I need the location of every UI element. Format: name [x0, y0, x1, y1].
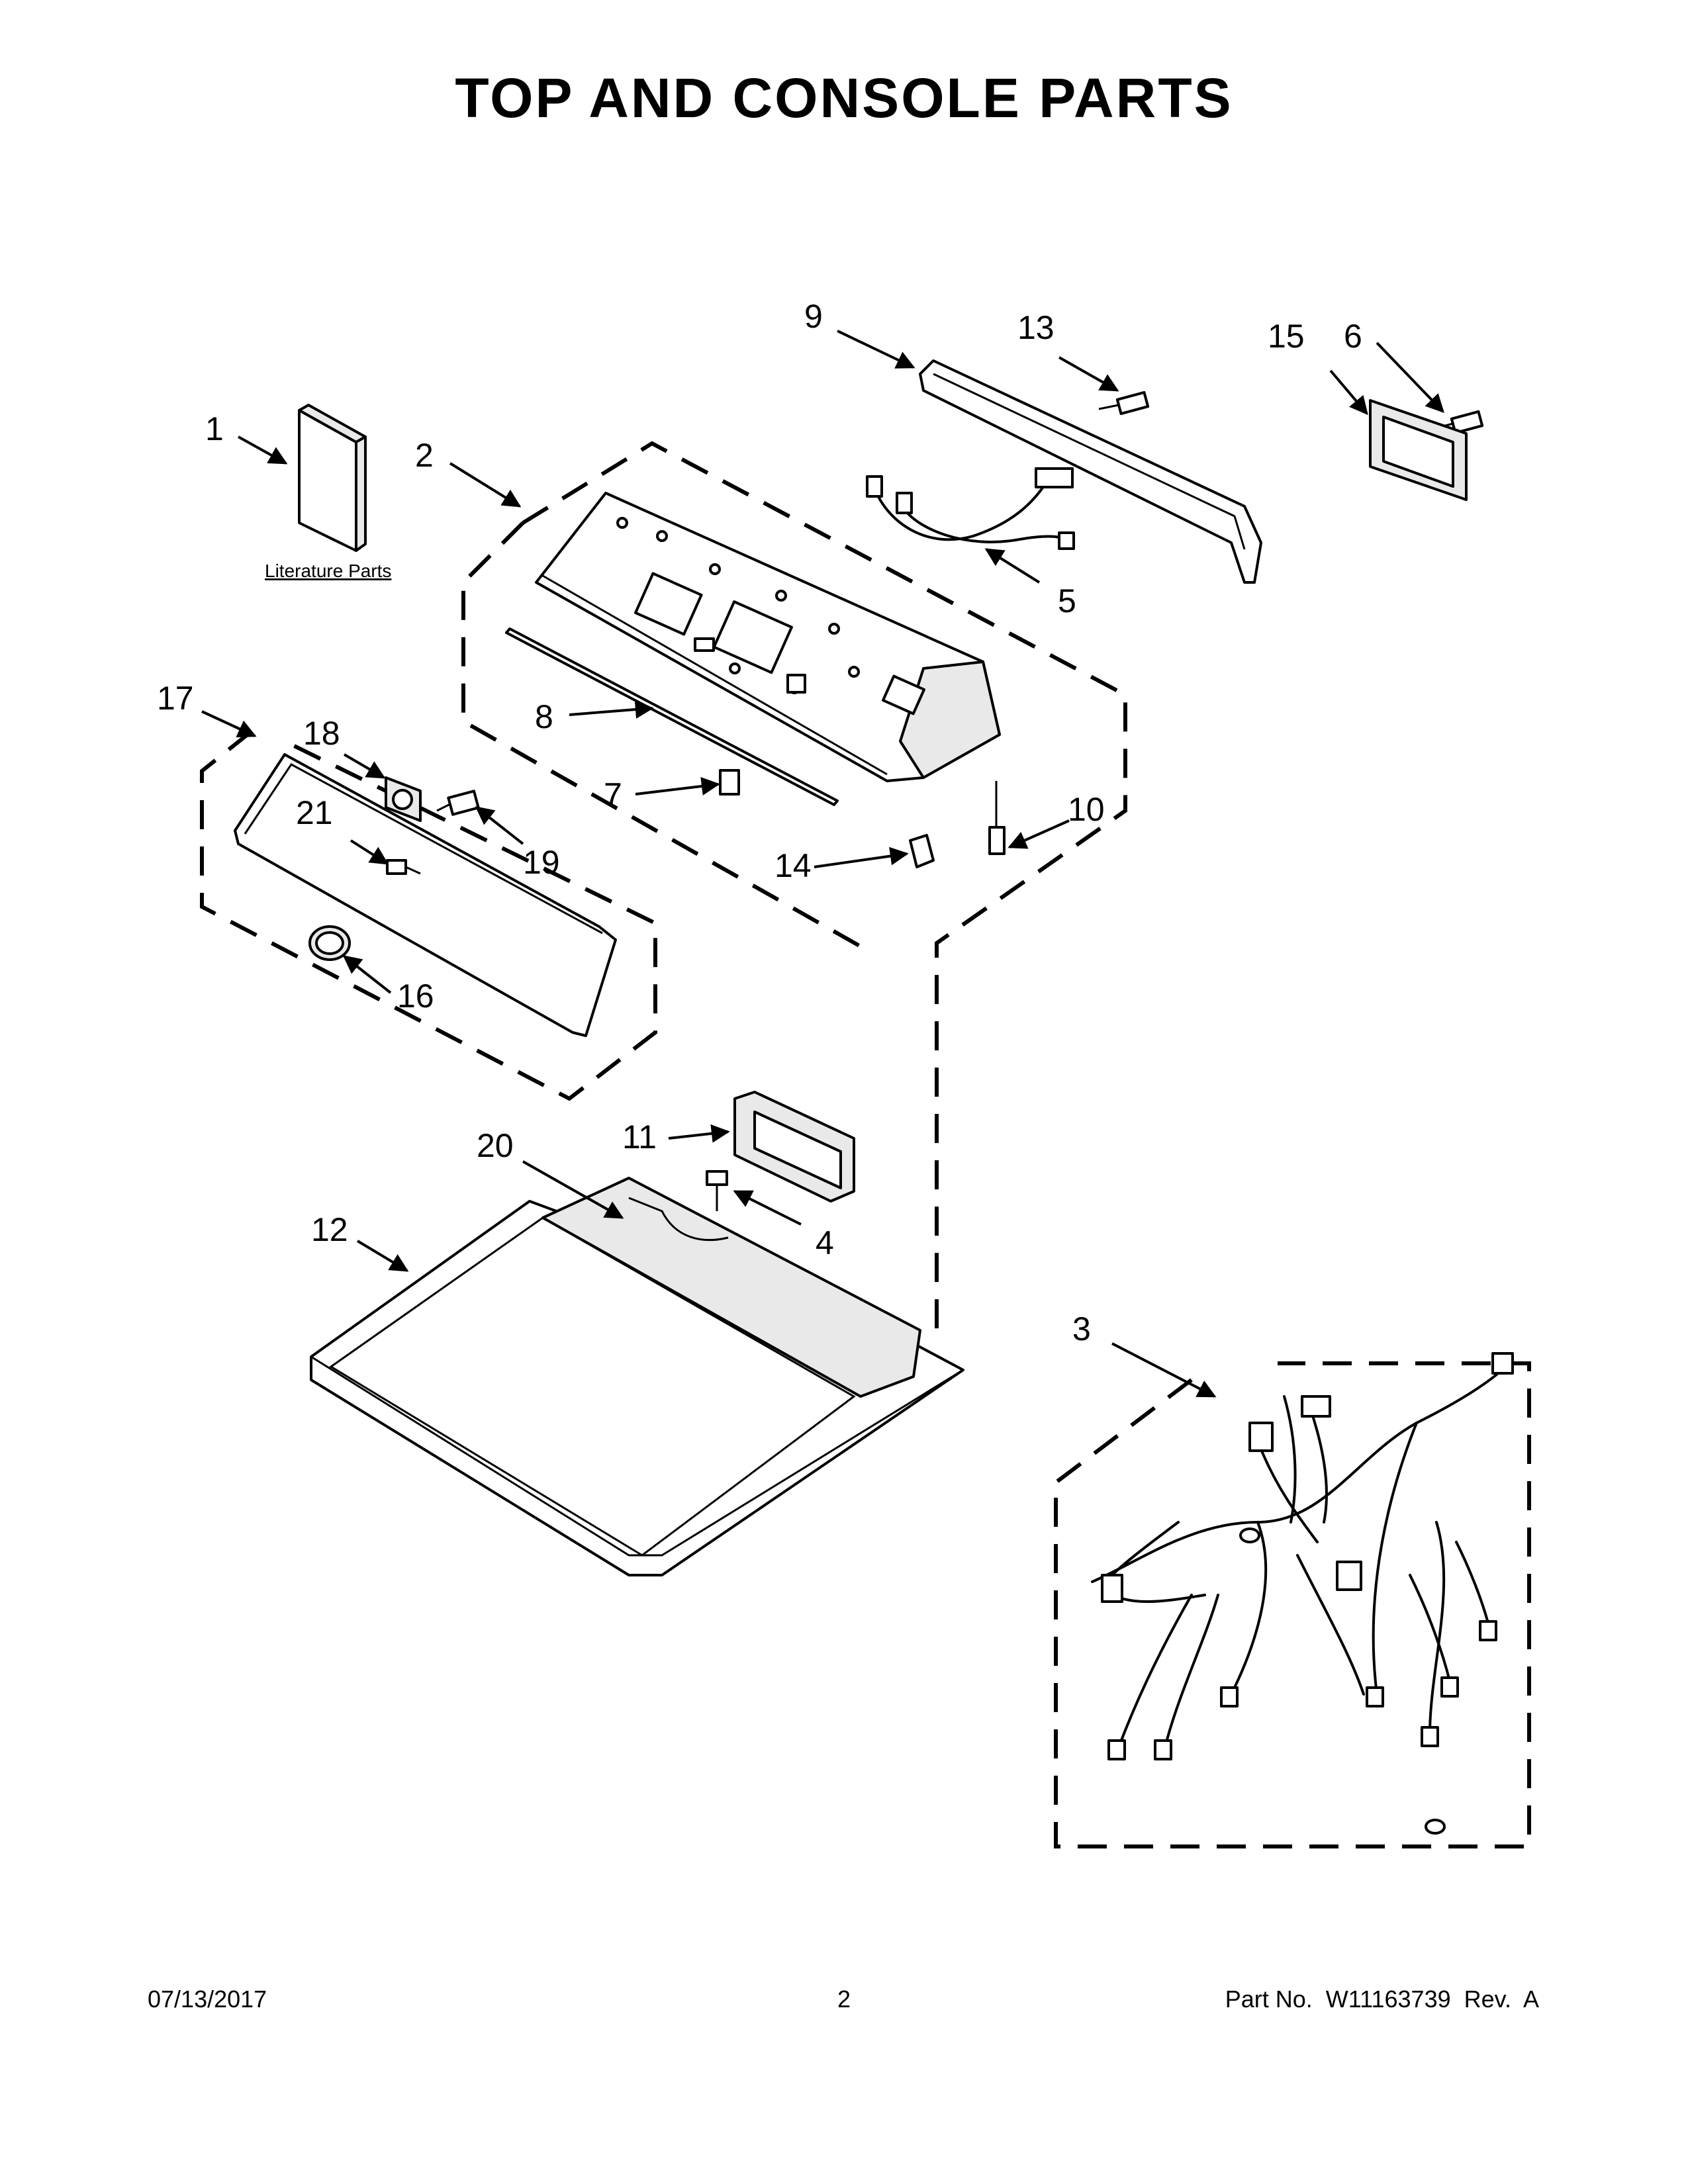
callout-5: 5	[1058, 582, 1076, 619]
footer-part-number: Part No. W11163739 Rev. A	[1225, 1985, 1539, 2013]
callout-2: 2	[415, 437, 434, 474]
callout-18: 18	[303, 715, 340, 752]
clip-14-part	[909, 834, 935, 868]
console-group-boundary	[461, 441, 1127, 1343]
literature-booklet-part	[298, 404, 367, 552]
trim-strip-part	[505, 627, 839, 806]
main-wire-harness-3-part	[1091, 1352, 1514, 1835]
callout-9: 9	[804, 298, 823, 335]
callout-17: 17	[157, 680, 194, 717]
callout-21: 21	[296, 794, 333, 831]
console-frame-part	[919, 359, 1262, 584]
callout-20: 20	[477, 1127, 514, 1164]
console-part	[535, 492, 1001, 782]
fastener-19-part	[436, 790, 480, 816]
encoder-18-part	[385, 776, 422, 822]
footer-page-number: 2	[837, 1985, 851, 2013]
knob-16-part	[308, 925, 351, 961]
callout-3: 3	[1072, 1310, 1091, 1347]
control-panel-part	[234, 753, 617, 1037]
leader-lines	[201, 330, 1444, 1398]
screw-4-part	[706, 1170, 728, 1211]
page-title: TOP AND CONSOLE PARTS	[455, 67, 1233, 129]
footer-date: 07/13/2017	[148, 1985, 267, 2013]
callout-10: 10	[1068, 791, 1105, 828]
callout-13: 13	[1017, 309, 1055, 346]
wire-harness-group-boundary	[1054, 1361, 1531, 1848]
callout-16: 16	[397, 978, 434, 1015]
callout-7: 7	[604, 776, 622, 813]
fastener-21-part	[386, 859, 421, 875]
control-panel-group-boundary	[200, 729, 657, 1101]
control-board-11-part	[733, 1091, 855, 1203]
literature-parts-label: Literature Parts	[265, 561, 391, 581]
callout-numbers: 1 2 9 13 6 15 5 8 7 10 14 17 18 19 21 16…	[157, 298, 1362, 1347]
callout-6: 6	[1344, 318, 1362, 355]
rear-cover-20-part	[541, 1177, 921, 1398]
callout-19: 19	[523, 844, 560, 881]
screw-10-part	[988, 781, 1006, 855]
callout-12: 12	[311, 1211, 348, 1248]
callout-4: 4	[816, 1224, 834, 1261]
callout-15: 15	[1268, 318, 1305, 355]
bracket-15-part	[1369, 399, 1468, 501]
callout-11: 11	[622, 1118, 657, 1156]
wire-harness-5-part	[866, 467, 1075, 550]
callout-1: 1	[205, 410, 224, 447]
clip-7-part	[719, 769, 740, 796]
callout-8: 8	[535, 698, 553, 735]
callout-14: 14	[774, 847, 812, 884]
screw-13-part	[1098, 390, 1150, 416]
